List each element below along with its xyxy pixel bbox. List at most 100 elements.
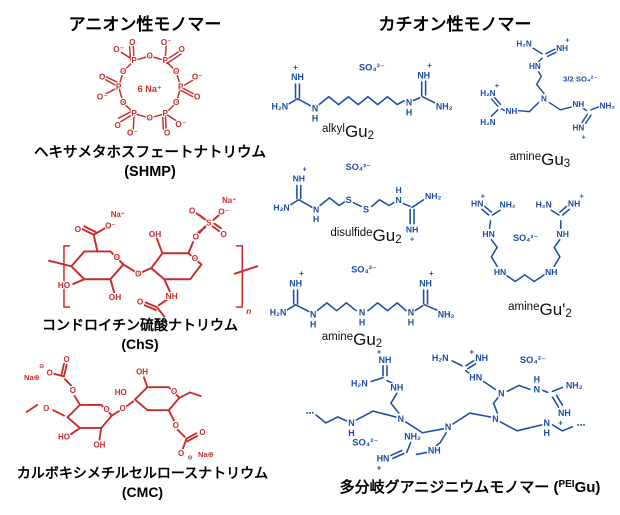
disulfidegu2-caption-pre: disulfide: [330, 227, 373, 239]
atom-label: NH₂: [566, 380, 583, 390]
atom-label: N: [541, 94, 547, 103]
atom-label: NH: [390, 382, 403, 392]
atom-label: HN: [482, 229, 494, 239]
atom-label: HN: [469, 373, 482, 383]
atom-label: NH: [556, 44, 568, 53]
atom-label: H: [348, 428, 354, 438]
peigu-caption-sup: PEI: [558, 479, 575, 490]
atom-label: H: [408, 317, 414, 327]
peigu-caption-name: 多分岐グアニジニウムモノマー: [339, 479, 550, 496]
atom-label: NH₂: [425, 191, 441, 201]
atom-label: P: [178, 83, 184, 92]
aminegu2-bonds: [285, 289, 440, 313]
atom-label: H₂N: [273, 202, 289, 212]
atom-label: NH: [475, 353, 488, 363]
aminegu2prime-caption: amineGu'2: [460, 300, 620, 320]
atom-label: O: [120, 98, 127, 107]
atom-label: H₂N: [536, 200, 552, 210]
atom-label: +: [565, 36, 569, 45]
atom-label: O⁻: [113, 45, 124, 54]
atom-label: H₂N: [270, 308, 287, 318]
atom-label: S: [206, 218, 212, 228]
atom-label: NH: [545, 267, 557, 277]
atom-label: O: [220, 229, 227, 239]
atom-label: O: [171, 387, 177, 396]
atom-label: OH: [109, 292, 122, 302]
atom-label: N: [492, 414, 498, 424]
atom-label: +: [377, 464, 382, 473]
atom-label: O: [47, 368, 53, 377]
chs-bonds: [48, 212, 259, 318]
atom-label: O: [43, 404, 49, 413]
atom-label: H: [534, 375, 540, 385]
atom-label: O: [70, 386, 76, 395]
atom-label: H₂N: [480, 118, 495, 127]
atom-label: 6 Na⁺: [138, 84, 162, 94]
atom-label: H: [396, 185, 402, 195]
atom-label: N: [543, 418, 549, 428]
atom-label: N: [312, 104, 318, 114]
atom-label: P: [131, 56, 137, 65]
atom-label: NH: [419, 278, 432, 288]
atom-label: O: [129, 38, 136, 47]
atom-label: O: [173, 98, 180, 107]
atom-label: SO₄²⁻: [351, 265, 377, 275]
atom-label: N: [498, 388, 504, 398]
atom-label: Na⁺: [222, 196, 236, 205]
atom-label: O: [75, 224, 82, 234]
atom-label: N: [348, 418, 354, 428]
atom-label: Na⊕: [24, 373, 40, 382]
disulfidegu2-bonds: [288, 184, 425, 225]
atom-label: P: [116, 83, 122, 92]
atom-label: O⁻: [218, 207, 229, 217]
atom-label: O: [119, 404, 125, 413]
atom-label: HN: [377, 453, 390, 463]
disulfidegu2-caption-main: Gu: [372, 226, 396, 245]
atom-label: O: [173, 67, 180, 76]
atom-label: O: [193, 232, 200, 242]
atom-label: +: [558, 418, 563, 427]
atom-label: NH: [291, 72, 304, 82]
atom-label: +: [377, 347, 382, 356]
atom-label: +: [582, 132, 586, 141]
atom-label: n: [246, 306, 251, 316]
peigu-bonds: [315, 360, 574, 460]
alkylgu2-caption-pre: alkyl: [321, 123, 345, 135]
atom-label: O: [179, 45, 186, 54]
aminegu2prime-caption-main: Gu': [539, 300, 566, 319]
atom-label: 3/2 SO₄²⁻: [563, 75, 597, 84]
shmp-caption-abbr: (SHMP): [124, 164, 176, 181]
atom-label: Na⊕: [198, 450, 214, 459]
atom-label: +: [495, 81, 499, 90]
atom-label: NH₂: [500, 200, 516, 210]
chs-caption: コンドロイチン硫酸ナトリウム (ChS): [20, 316, 260, 354]
atom-label: ⋯: [306, 408, 315, 418]
atom-label: H: [310, 319, 316, 329]
atom-label: O: [189, 206, 196, 216]
aminegu2-caption-main: Gu: [353, 330, 376, 349]
atom-label: NH₂: [438, 310, 455, 320]
atom-label: O: [120, 67, 127, 76]
peigu-caption-abbr: (PEIGu): [553, 479, 601, 496]
atom-label: +: [293, 63, 298, 72]
aminegu2-caption-pre: amine: [321, 331, 354, 343]
atom-label: +: [427, 61, 432, 70]
atom-label: O: [173, 421, 179, 430]
atom-label: HN: [471, 199, 483, 209]
atom-label: NH: [506, 107, 518, 116]
atom-label: NH: [417, 70, 430, 80]
disulfidegu2-caption: disulfideGu2: [286, 226, 446, 246]
atom-label: NH₂: [404, 432, 421, 442]
atom-label: HO: [58, 432, 70, 441]
atom-label: N: [406, 98, 412, 108]
atom-label: O: [147, 52, 154, 61]
atom-label: OH: [136, 368, 148, 377]
atom-label: N: [534, 384, 540, 394]
atom-label: O⁻: [175, 120, 186, 129]
aminegu3-caption-pre: amine: [509, 151, 542, 163]
